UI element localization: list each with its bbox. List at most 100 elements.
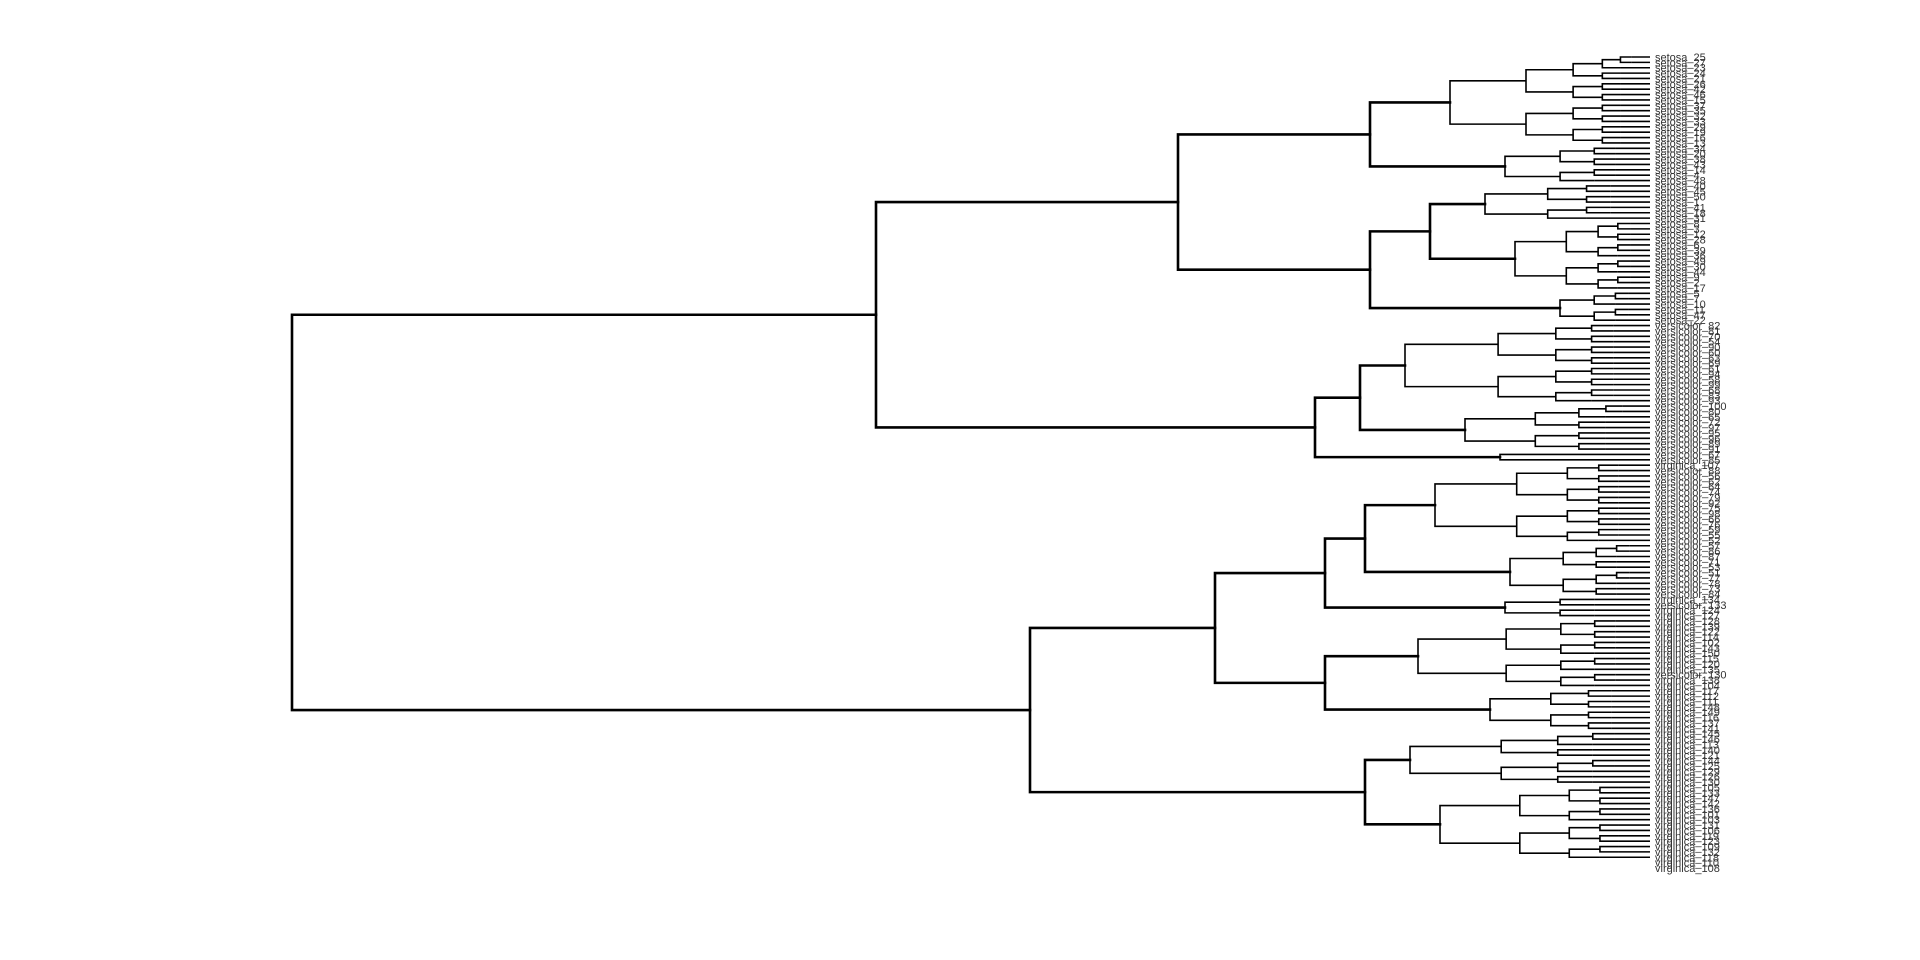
leaf-label: versicolor_87 (1655, 551, 1720, 563)
dendrogram-link (1497, 375, 1556, 398)
dendrogram-link (1562, 578, 1597, 593)
leaf-label: virginica_118 (1655, 852, 1719, 864)
leaf-label: virginica_148 (1655, 702, 1720, 714)
dendrogram-link (1578, 407, 1606, 418)
dendrogram-link (1409, 745, 1502, 775)
leaf-label: versicolor_64 (1655, 482, 1720, 494)
dendrogram-link (1615, 571, 1630, 579)
leaf-label: versicolor_66 (1655, 514, 1720, 526)
leaf-label: versicolor_96 (1655, 433, 1720, 445)
leaf-label: virginica_114 (1655, 632, 1719, 644)
leaf-label: versicolor_89 (1655, 439, 1720, 451)
dendrogram-link (1562, 551, 1597, 566)
dendrogram-link (1601, 58, 1621, 69)
leaf-label: versicolor_95 (1655, 428, 1720, 440)
leaf-label: virginica_107 (1655, 460, 1720, 472)
leaf-label: virginica_136 (1655, 804, 1720, 816)
dendrogram-link (1566, 488, 1599, 501)
leaf-label: virginica_117 (1655, 686, 1719, 698)
dendrogram-link (1568, 826, 1600, 840)
dendrogram-link (1546, 209, 1587, 219)
leaf-label: versicolor_63 (1655, 353, 1720, 365)
dendrogram-link (1560, 622, 1595, 636)
leaf-label: versicolor_98 (1655, 509, 1720, 521)
leaf-label: versicolor_86 (1655, 546, 1720, 558)
leaf-label: setosa_36 (1655, 251, 1706, 263)
leaf-label: versicolor_57 (1655, 541, 1720, 553)
leaf-label: setosa_3 (1655, 224, 1700, 236)
dendrogram-link (1568, 789, 1600, 802)
dendrogram-link (1617, 276, 1631, 284)
leaf-label: versicolor_99 (1655, 380, 1720, 392)
leaf-label: setosa_45 (1655, 186, 1706, 198)
leaf-label: setosa_40 (1655, 181, 1706, 193)
dendrogram-link (1505, 664, 1561, 683)
dendrogram-link (1597, 518, 1619, 526)
dendrogram-link (1566, 531, 1599, 542)
leaf-label: virginica_101 (1655, 809, 1720, 821)
dendrogram-branch (290, 313, 1032, 712)
leaf-label: setosa_31 (1655, 213, 1706, 225)
dendrogram-link (1605, 405, 1623, 413)
leaf-label: setosa_1 (1655, 197, 1700, 209)
leaf-label: virginica_109 (1655, 842, 1720, 854)
leaf-label: versicolor_83 (1655, 390, 1720, 402)
dendrogram-link (1601, 72, 1621, 80)
dendrogram-link (1509, 557, 1564, 587)
leaf-label: virginica_104 (1655, 680, 1720, 692)
leaf-label: virginica_132 (1655, 847, 1720, 859)
dendrogram-link (1572, 62, 1603, 77)
dendrogram-link (1505, 628, 1561, 650)
dendrogram-link (1617, 222, 1631, 230)
leaf-label: setosa_16 (1655, 133, 1706, 145)
leaf-label: setosa_28 (1655, 235, 1706, 247)
leaf-label: setosa_46 (1655, 90, 1706, 102)
leaf-label: virginica_108 (1655, 863, 1720, 875)
dendrogram-link (1585, 195, 1611, 203)
leaf-label: virginica_103 (1655, 815, 1720, 827)
leaf-label: setosa_38 (1655, 154, 1706, 166)
dendrogram-link (1556, 775, 1593, 783)
leaf-label: versicolor_74 (1655, 487, 1720, 499)
dendrogram-link (1578, 442, 1606, 450)
leaf-label: virginica_112 (1655, 691, 1719, 703)
leaf-label: setosa_44 (1655, 267, 1706, 279)
leaf-label: versicolor_100 (1655, 401, 1727, 413)
dendrogram-link (1590, 378, 1614, 386)
leaf-label: virginica_146 (1655, 734, 1720, 746)
leaf-label: setosa_50 (1655, 192, 1706, 204)
leaf-label: versicolor_78 (1655, 578, 1720, 590)
dendrogram-branch (1428, 202, 1517, 261)
dendrogram-link (1546, 187, 1587, 201)
dendrogram-link (1597, 507, 1619, 515)
leaf-label: versicolor_58 (1655, 374, 1720, 386)
leaf-label: virginica_102 (1655, 637, 1720, 649)
leaf-label: versicolor_81 (1655, 326, 1720, 338)
leaf-label: virginica_120 (1655, 659, 1720, 671)
dendrogram-link (1593, 147, 1616, 155)
dendrogram-link (1417, 638, 1507, 675)
dendrogram-link (1587, 689, 1612, 697)
leaf-label: setosa_49 (1655, 256, 1706, 268)
dendrogram-link (1593, 158, 1616, 166)
leaf-label: setosa_43 (1655, 159, 1706, 171)
dendrogram-link (1593, 295, 1616, 305)
dendrogram-link (1578, 421, 1606, 429)
dendrogram-branch (874, 200, 1317, 429)
leaf-label: virginica_115 (1655, 654, 1719, 666)
leaf-label: setosa_48 (1655, 176, 1706, 188)
dendrogram-branch (1323, 654, 1492, 711)
dendrogram-branch (1368, 230, 1562, 310)
dendrogram-link (1560, 660, 1595, 671)
leaf-label: setosa_39 (1655, 245, 1706, 257)
leaf-label: versicolor_56 (1655, 471, 1720, 483)
dendrogram-link (1597, 496, 1619, 504)
leaf-label: setosa_20 (1655, 149, 1706, 161)
dendrogram-link (1499, 453, 1557, 461)
dendrogram-link (1568, 848, 1600, 859)
dendrogram-link (1500, 766, 1558, 781)
leaf-label: setosa_12 (1655, 229, 1706, 241)
dendrogram-link (1500, 739, 1558, 754)
leaf-label: setosa_32 (1655, 111, 1706, 123)
dendrogram-link (1556, 735, 1593, 746)
